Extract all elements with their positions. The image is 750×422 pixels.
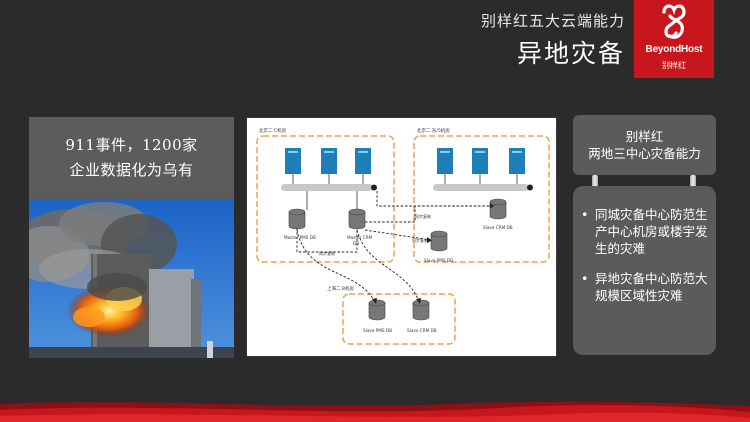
logo-mark-icon: [662, 4, 686, 39]
bullet-text-1: 同城灾备中心防范生产中心机房或楼宇发生的灾难: [595, 207, 708, 256]
event-caption: 911事件，1200家 企业数据化为乌有: [65, 133, 197, 183]
footer-wave-decoration: [0, 401, 750, 422]
wtc-photo: [29, 199, 234, 358]
switch-bar-a: [281, 184, 373, 191]
slave-pms-mid-label: Slave PMS DB: [424, 258, 453, 263]
header-title: 异地灾备: [516, 39, 625, 68]
master-crm-label-1: Master CRM: [347, 235, 372, 240]
server-icon: [285, 148, 525, 174]
event-caption-line1: 911事件，1200家: [65, 136, 198, 154]
slave-pms-bot-label: Slave PMS DB: [363, 328, 392, 333]
event-caption-panel: 911事件，1200家 企业数据化为乌有: [29, 117, 234, 199]
logo-cn-text: 别样红: [662, 61, 686, 70]
logo-brand-text: BeyondHost: [645, 44, 703, 55]
capability-title-line2: 两地三中心灾备能力: [588, 146, 701, 161]
bullet-dot-icon: •: [581, 207, 589, 222]
slave-crm-top-label: Slave CRM DB: [483, 225, 513, 230]
zone-a-label: 北京二 C机房: [259, 127, 287, 134]
switch-bar-b: [433, 184, 529, 191]
zone-c-label: 上海二 B机房: [327, 285, 355, 292]
event-caption-line2: 企业数据化为乌有: [69, 161, 194, 179]
zone-c-box: [342, 293, 456, 345]
bullet-text-2: 异地灾备中心防范大规模区域性灾难: [595, 271, 708, 303]
master-pms-label: Master PMS DB: [284, 235, 316, 240]
master-crm-label-2: DB: [353, 241, 359, 246]
disaster-recovery-diagram: 北京二 C机房 北京二 东/5机房 上海二 B机房: [246, 117, 557, 357]
capability-title-line1: 别样红: [625, 129, 664, 144]
sync-local-label: 同步复制: [319, 250, 335, 256]
zone-b-box: [413, 135, 550, 263]
capability-title-card: 别样红 两地三中心灾备能力: [573, 115, 716, 175]
bullet-dot-icon: •: [581, 271, 589, 286]
header-subtitle: 别样红五大云端能力: [480, 12, 625, 30]
bullet-item: • 异地灾备中心防范大规模区域性灾难: [581, 270, 708, 304]
brand-logo: BeyondHost 别样红: [634, 0, 714, 78]
sync-top-label: 同步复制: [415, 213, 431, 219]
zone-a-box: [256, 135, 395, 263]
database-icon: [288, 198, 507, 321]
sync-mid-label: 同步复制: [412, 237, 428, 243]
capability-body-card: • 同城灾备中心防范生产中心机房或楼宇发生的灾难 • 异地灾备中心防范大规模区域…: [573, 186, 716, 355]
bullet-item: • 同城灾备中心防范生产中心机房或楼宇发生的灾难: [581, 206, 708, 257]
zone-b-label: 北京二 东/5机房: [417, 127, 450, 134]
slave-crm-bot-label: Slave CRM DB: [407, 328, 437, 333]
capability-title: 别样红 两地三中心灾备能力: [588, 128, 701, 162]
